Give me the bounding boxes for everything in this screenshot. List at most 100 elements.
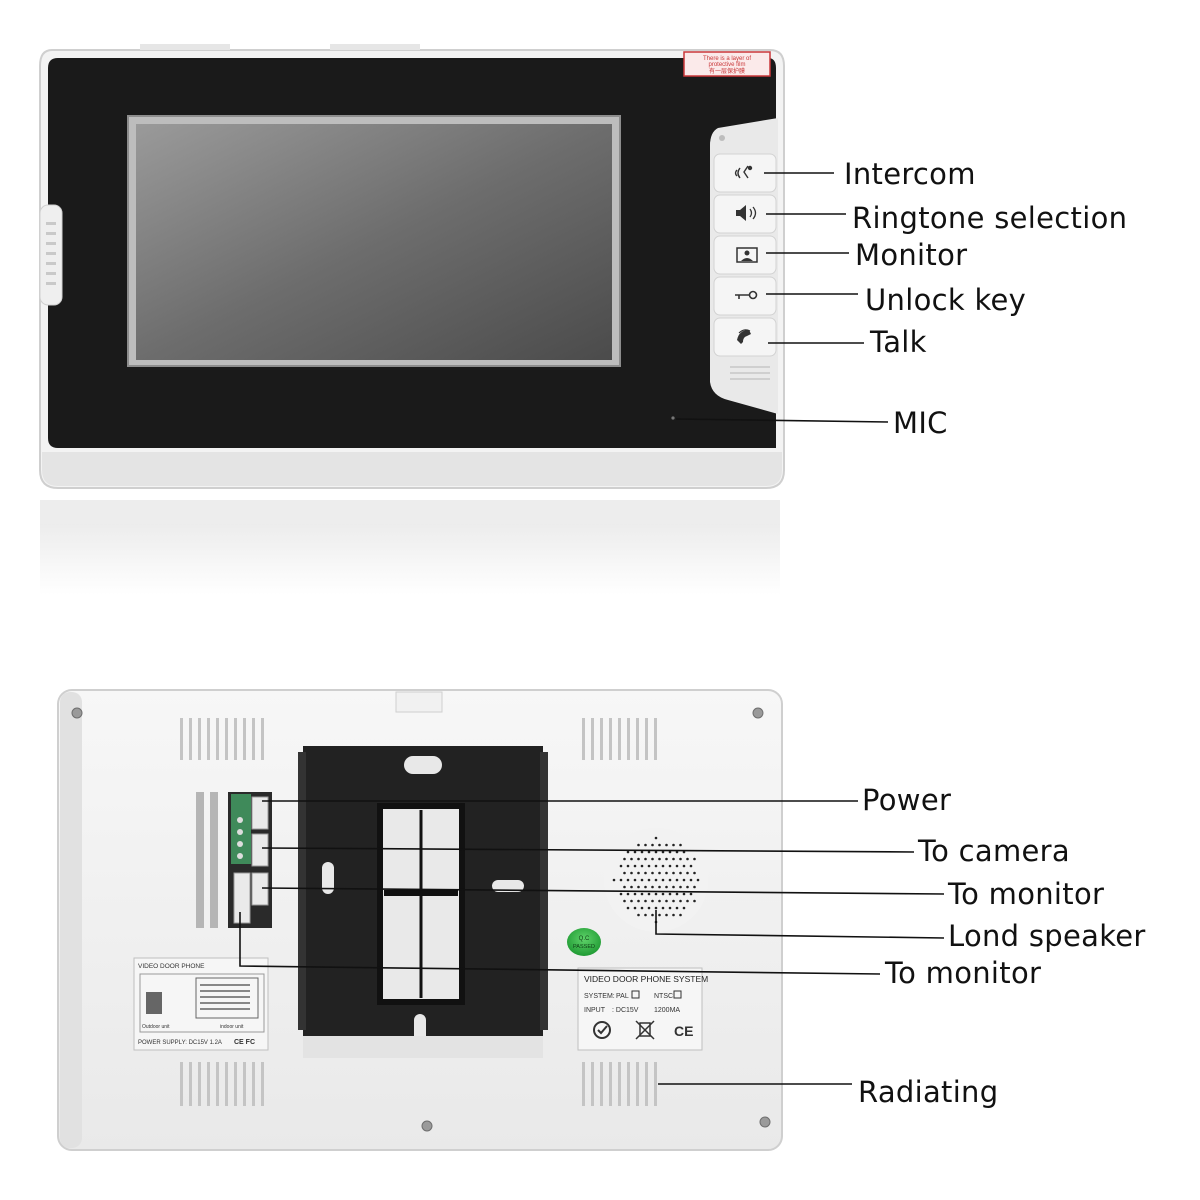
monitor-label: Monitor [855,238,968,272]
vent-bottom-right [582,1062,657,1106]
speaker-hole [658,843,661,847]
power-port[interactable] [251,796,269,830]
ringtone-button[interactable] [713,194,777,234]
intercom-icon [734,165,753,179]
vent-top-left [180,718,264,760]
to-camera-label: To camera [918,834,1070,868]
connector-board [228,792,272,928]
speaker-hole [647,892,651,896]
speaker-hole [637,857,640,861]
speaker-hole [658,885,661,889]
monitor-icon [736,247,758,263]
speaker-hole [623,871,626,875]
speaker-hole [689,878,693,882]
speaker-hole [637,913,640,917]
svg-text:NTSC: NTSC [654,993,673,1000]
speaker-hole [619,878,623,882]
speaker-hole [640,850,644,854]
speaker-hole [679,885,682,889]
speaker-hole [630,857,633,861]
speaker-hole [626,878,630,882]
speaker-hole [640,864,644,868]
speaker-hole [661,850,665,854]
svg-text:Q.C: Q.C [579,936,590,942]
camera-port[interactable] [251,833,269,867]
radiating-label: Radiating [858,1075,999,1109]
protective-film-sticker: There is a layer of protective film 有一层保… [683,51,771,77]
intercom-button[interactable] [713,153,777,193]
svg-text:CE FC: CE FC [234,1039,255,1046]
speaker-hole [672,913,675,917]
speaker-hole [665,843,668,847]
speaker-hole [644,843,647,847]
unlock-button[interactable] [713,276,777,316]
speaker-hole [679,899,682,903]
speaker-hole [672,899,675,903]
speaker-hole [630,899,633,903]
speaker-hole [675,906,679,910]
speaker-hole [623,899,626,903]
back-view: Q.C PASSED VIDEO DOOR PHONE SYSTEM SYSTE… [57,689,783,1151]
speaker-hole [686,899,689,903]
speaker-hole [658,857,661,861]
monitor-port-1[interactable] [251,872,269,906]
svg-text:: DC15V: : DC15V [612,1007,639,1014]
speaker-hole [651,857,654,861]
speaker-hole [689,892,693,896]
speaker-hole [693,857,696,861]
speaker-hole [658,899,661,903]
talk-button[interactable] [713,317,777,357]
speaker-hole [637,899,640,903]
speaker-hole [665,913,668,917]
speaker-hole [626,864,630,868]
speaker-hole [668,906,672,910]
svg-text:indoor unit: indoor unit [220,1024,244,1030]
key-icon [735,290,758,300]
svg-text:有一层保护膜: 有一层保护膜 [709,67,745,75]
speaker-hole [665,857,668,861]
speaker-hole [633,864,637,868]
monitor-port-2[interactable] [233,872,251,924]
speaker-hole [661,892,665,896]
speaker-hole [612,878,616,882]
speaker-hole [633,906,637,910]
speaker-hole [682,864,686,868]
to-monitor-label-2: To monitor [885,956,1042,990]
speaker-hole [637,885,640,889]
mic-hole [671,416,675,420]
svg-text:PAL: PAL [616,993,629,1000]
speaker-hole [630,885,633,889]
svg-text:Outdoor unit: Outdoor unit [142,1024,170,1030]
speaker-hole [686,857,689,861]
speaker-hole [644,899,647,903]
speaker-hole [626,850,630,854]
speaker-hole [668,878,672,882]
speaker-hole [679,857,682,861]
speaker-hole [633,878,637,882]
speaker-hole [693,899,696,903]
mic-label: MIC [893,406,948,440]
speaker-hole [672,871,675,875]
speaker-hole [619,892,623,896]
speaker-hole [654,878,658,882]
svg-text:protective film: protective film [708,62,745,68]
speaker-hole [675,864,679,868]
svg-text:VIDEO DOOR PHONE SYSTEM: VIDEO DOOR PHONE SYSTEM [584,974,708,984]
loudspeaker-grille [604,828,708,932]
vent-bottom-left [180,1062,264,1106]
speaker-icon [736,205,757,221]
speaker-hole [651,899,654,903]
speaker-hole [682,906,686,910]
speaker-hole [626,906,630,910]
spec-plate: VIDEO DOOR PHONE SYSTEM SYSTEM: PAL NTSC… [577,967,708,1051]
certification-icon [593,1021,611,1039]
monitor-button[interactable] [713,235,777,275]
speaker-hole [658,913,661,917]
speaker-hole [640,906,644,910]
speaker-hole [668,864,672,868]
front-view: There is a layer of protective film 有一层保… [39,44,785,489]
speaker-hole [651,913,654,917]
speaker-hole [633,850,637,854]
svg-text:PASSED: PASSED [573,944,595,950]
handset-icon [737,329,751,344]
